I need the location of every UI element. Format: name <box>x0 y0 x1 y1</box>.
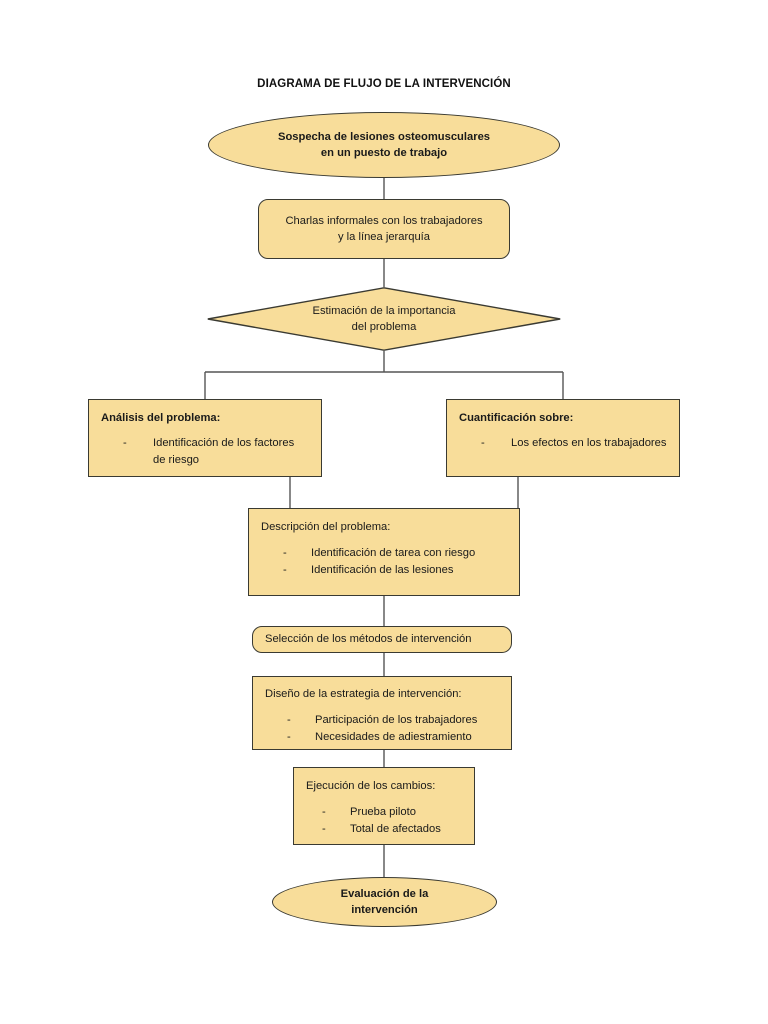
node-ejecucion-bullets: - Prueba piloto - Total de afectados <box>294 804 474 838</box>
page-title: DIAGRAMA DE FLUJO DE LA INTERVENCIÓN <box>257 78 511 90</box>
list-item: - Los efectos en los trabajadores <box>481 435 667 452</box>
node-analisis-problema[interactable]: Análisis del problema: - Identificación d… <box>88 399 322 477</box>
list-item: - Identificación de las lesiones <box>283 562 507 579</box>
bullet-dash: - <box>322 822 326 835</box>
node-cuantificacion-sobre[interactable]: Cuantificación sobre: - Los efectos en lo… <box>446 399 680 477</box>
list-item: - Participación de los trabajadores <box>287 712 499 729</box>
node-ejecucion-cambios[interactable]: Ejecución de los cambios: - Prueba piloto… <box>293 767 475 845</box>
node-descripcion-bullets: - Identificación de tarea con riesgo - Ide… <box>249 545 519 579</box>
list-item-text: Identificación de las lesiones <box>311 563 454 576</box>
list-item-text: Identificación de tarea con riesgo <box>311 546 476 559</box>
node-seleccion-metodos[interactable]: Selección de los métodos de intervención <box>252 626 512 653</box>
node-descripcion-problema[interactable]: Descripción del problema: - Identificació… <box>248 508 520 596</box>
node-sospecha-lesiones[interactable]: Sospecha de lesiones osteomusculares en … <box>208 112 560 178</box>
bullet-dash: - <box>287 713 291 726</box>
node-charlas-informales[interactable]: Charlas informales con los trabajadores … <box>258 199 510 259</box>
node-evaluacion-intervencion[interactable]: Evaluación de la intervención <box>272 877 497 927</box>
bullet-dash: - <box>322 805 326 818</box>
list-item: - Identificación de tarea con riesgo <box>283 545 507 562</box>
bullet-dash: - <box>481 436 485 449</box>
node-diseno-header: Diseño de la estrategia de intervención: <box>265 688 462 700</box>
bullet-dash: - <box>283 546 287 559</box>
node-sospecha-line2: en un puesto de trabajo <box>320 147 448 159</box>
node-estimacion-importancia[interactable]: Estimación de la importancia del problem… <box>207 287 561 351</box>
bullet-dash: - <box>123 436 127 449</box>
node-cuantificacion-bullets: - Los efectos en los trabajadores <box>447 435 679 452</box>
diamond-shape <box>207 287 561 351</box>
node-evaluacion-line2: intervención <box>351 904 418 916</box>
list-item-text: Necesidades de adiestramiento <box>315 730 472 743</box>
node-estimacion-line2: del problema <box>351 321 417 333</box>
node-evaluacion-line1: Evaluación de la <box>340 887 429 900</box>
bullet-dash: - <box>287 730 291 743</box>
list-item-text: Prueba piloto <box>350 805 416 818</box>
list-item-text: Los efectos en los trabajadores <box>511 436 667 449</box>
list-item-text: Participación de los trabajadores <box>315 713 478 726</box>
bullet-dash: - <box>283 563 287 576</box>
node-diseno-estrategia[interactable]: Diseño de la estrategia de intervención:… <box>252 676 512 750</box>
node-seleccion-header: Selección de los métodos de intervención <box>265 632 472 645</box>
node-charlas-line2: y la línea jerarquía <box>337 231 431 243</box>
node-analisis-header: Análisis del problema: <box>101 412 221 424</box>
list-item: - Prueba piloto <box>322 804 462 821</box>
node-charlas-line1: Charlas informales con los trabajadores <box>285 214 483 227</box>
list-item: - Total de afectados <box>322 821 462 838</box>
list-item: - Necesidades de adiestramiento <box>287 729 499 746</box>
node-diseno-bullets: - Participación de los trabajadores - Nece… <box>253 712 511 746</box>
node-estimacion-line1: Estimación de la importancia <box>312 304 456 317</box>
node-analisis-bullets: - Identificación de los factores de riesg… <box>89 435 321 469</box>
node-cuantificacion-header: Cuantificación sobre: <box>459 412 574 424</box>
node-descripcion-header: Descripción del problema: <box>261 521 391 533</box>
node-sospecha-line1: Sospecha de lesiones osteomusculares <box>277 130 491 143</box>
list-item: - Identificación de los factores de riesg… <box>123 435 309 469</box>
list-item-text: Identificación de los factores de riesgo <box>153 436 295 466</box>
list-item-text: Total de afectados <box>350 822 441 835</box>
node-ejecucion-header: Ejecución de los cambios: <box>306 780 436 792</box>
